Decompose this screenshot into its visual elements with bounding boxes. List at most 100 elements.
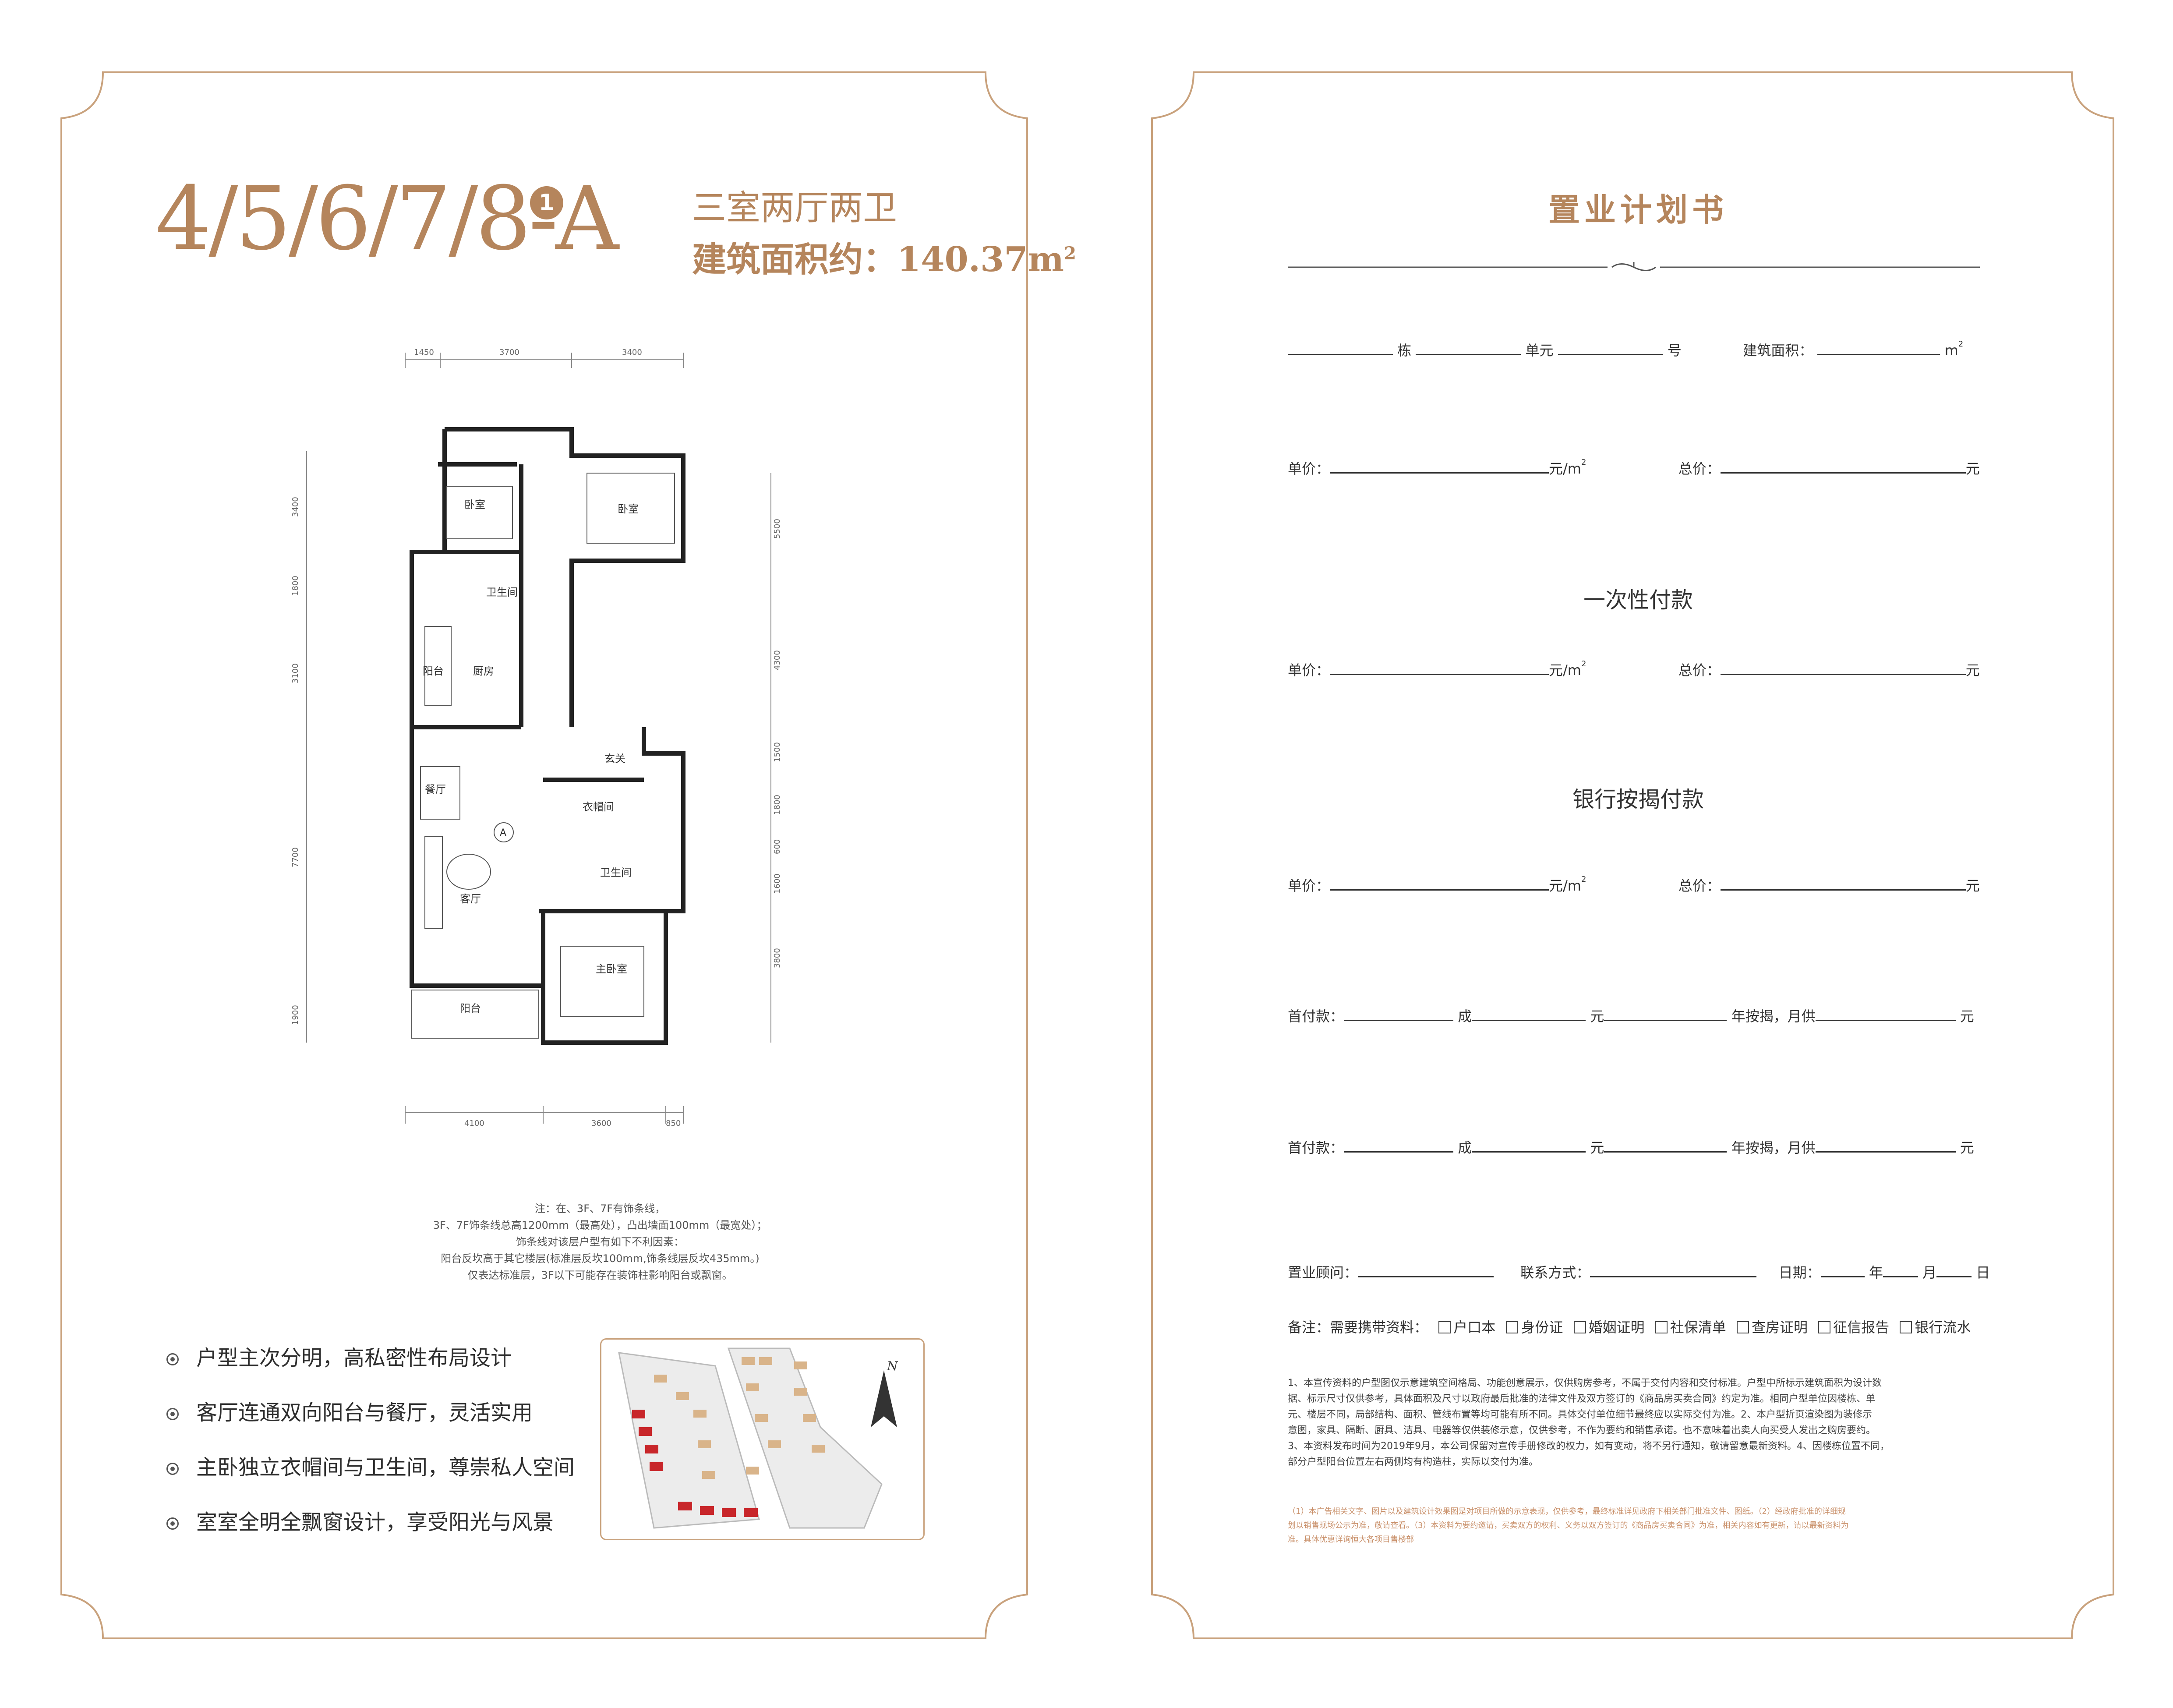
building-input[interactable]: [1288, 352, 1393, 355]
contact-label: 联系方式：: [1520, 1264, 1590, 1281]
title-divider: [1288, 262, 1980, 271]
bullet-icon: [166, 1517, 179, 1530]
total-price-input[interactable]: [1720, 888, 1966, 891]
unit-price-label: 单价：: [1288, 877, 1330, 894]
dim-right-2: 1500: [773, 742, 782, 762]
room-balcony-2: 阳台: [460, 1002, 481, 1015]
yuan-label: 元: [1590, 1139, 1604, 1156]
date-label: 日期：: [1778, 1264, 1821, 1281]
unit-price-label: 单价：: [1288, 662, 1330, 679]
unit-input[interactable]: [1416, 352, 1521, 355]
dim-left-0: 3400: [291, 497, 300, 517]
disclaimer-line: 元、楼层不同，局部结构、面积、管线布置等均可能有所不同。具体交付单位细节最终应以…: [1288, 1409, 1873, 1420]
dim-right-5: 1600: [773, 873, 782, 894]
contact-input[interactable]: [1590, 1274, 1757, 1277]
consultant-input[interactable]: [1358, 1274, 1494, 1277]
years-input[interactable]: [1604, 1149, 1727, 1153]
area-line: 建筑面积约：140.37m2: [692, 232, 1076, 281]
right-frame: [1151, 71, 2114, 1639]
down-payment-input[interactable]: [1344, 1018, 1454, 1021]
dim-bottom-1: 3600: [591, 1119, 611, 1128]
checkbox-id-card[interactable]: [1506, 1321, 1519, 1333]
month-input[interactable]: [1883, 1274, 1918, 1277]
price-row: 单价：元/m2 总价：元: [1288, 458, 1980, 478]
feature-text: 客厅连通双向阳台与餐厅，灵活实用: [196, 1400, 533, 1425]
mortgage-price-row: 单价：元/m2 总价：元: [1288, 875, 1980, 895]
plan-marker-label: A: [500, 827, 506, 838]
dim-top-1: 3700: [499, 348, 519, 357]
total-price-suffix: 元: [1965, 460, 1980, 477]
mortgage-label: 年按揭，月供: [1731, 1008, 1816, 1025]
feature-text: 户型主次分明，高私密性布局设计: [196, 1346, 512, 1370]
area-unit-sup: 2: [1958, 339, 1964, 349]
monthly-input[interactable]: [1815, 1018, 1956, 1021]
checkbox-credit-report[interactable]: [1818, 1321, 1831, 1333]
plan-note-2: 饰条线对该层户型有如下不利因素：: [516, 1236, 684, 1248]
down-payment-input[interactable]: [1344, 1149, 1454, 1153]
site-map-drawing: N: [618, 1347, 898, 1529]
remark-item: 银行流水: [1915, 1319, 1971, 1336]
down-amount-input[interactable]: [1472, 1018, 1586, 1021]
day-input[interactable]: [1936, 1274, 1972, 1277]
disclaimer-small-line: （1）本广告相关文字、图片以及建筑设计效果图是对项目所做的示意表现，仅供参考，最…: [1288, 1507, 1846, 1516]
unit-price-input[interactable]: [1330, 470, 1549, 474]
total-price-input[interactable]: [1720, 470, 1966, 474]
dim-left-2: 3100: [291, 663, 300, 683]
unit-row: 栋 单元 号 建筑面积： m2: [1288, 339, 1963, 360]
checkbox-property-check[interactable]: [1736, 1321, 1749, 1333]
down-payment-label: 首付款：: [1288, 1008, 1344, 1025]
checkbox-bank-statement[interactable]: [1900, 1321, 1912, 1333]
room-bathroom-2: 卫生间: [600, 866, 632, 879]
room-foyer: 玄关: [604, 753, 625, 765]
checkbox-hukou[interactable]: [1438, 1321, 1451, 1333]
feature-item: 客厅连通双向阳台与餐厅，灵活实用: [166, 1395, 533, 1426]
down-payment-row: 首付款： 成 元 年按揭，月供 元: [1288, 1137, 1974, 1157]
disclaimer-line: 意图，家具、隔断、厨具、洁具、电器等仅供装修示意，仅供参考，不作为要约和销售承诺…: [1288, 1425, 1876, 1436]
down-amount-input[interactable]: [1472, 1149, 1586, 1153]
unit-price-input[interactable]: [1330, 672, 1549, 675]
left-frame: [60, 71, 1028, 1639]
disclaimer-line: 据、标示尺寸仅供参考，具体面积及尺寸以政府最后批准的法律文件及双方签订的《商品房…: [1288, 1393, 1876, 1404]
plan-note-1: 3F、7F饰条线总高1200mm（最高处），凸出墙面100mm（最宽处）；: [433, 1219, 767, 1231]
room-bathroom-1: 卫生间: [486, 586, 518, 598]
consultant-row: 置业顾问： 联系方式： 日期： 年 月 日: [1288, 1262, 1990, 1282]
disclaimer-small-line: 准。具体优惠详询恒大各项目售楼部: [1288, 1535, 1414, 1544]
mortgage-label: 年按揭，月供: [1731, 1139, 1816, 1156]
disclaimer-small: （1）本广告相关文字、图片以及建筑设计效果图是对项目所做的示意表现，仅供参考，最…: [1288, 1505, 1980, 1547]
down-payment-row: 首付款： 成 元 年按揭，月供 元: [1288, 1005, 1974, 1026]
checkbox-social-security[interactable]: [1655, 1321, 1668, 1333]
number-input[interactable]: [1558, 352, 1663, 355]
dim-top-0: 1450: [414, 348, 434, 357]
plan-badge: 1: [530, 186, 563, 219]
room-living: 客厅: [460, 893, 481, 905]
total-price-input[interactable]: [1720, 672, 1966, 675]
dim-bottom-0: 4100: [464, 1119, 484, 1128]
room-kitchen: 厨房: [473, 665, 494, 677]
monthly-input[interactable]: [1815, 1149, 1956, 1153]
end-yuan-label: 元: [1960, 1008, 1974, 1025]
area-field-label: 建筑面积：: [1743, 342, 1813, 359]
remark-item: 查房证明: [1751, 1319, 1808, 1336]
checkbox-marriage[interactable]: [1573, 1321, 1586, 1333]
remarks-label: 备注：需要携带资料：: [1288, 1319, 1428, 1336]
area-sup: 2: [1064, 243, 1076, 264]
plan-book-title: 置业计划书: [1548, 191, 1728, 228]
dim-right-1: 4300: [773, 650, 782, 670]
disclaimer-small-line: 划以销售现场公示为准，敬请查看。（3）本资料为要约邀请，买卖双方的权利、义务以双…: [1288, 1521, 1849, 1530]
area-input[interactable]: [1817, 352, 1940, 355]
unit-price-input[interactable]: [1330, 888, 1549, 891]
dim-right-0: 5500: [773, 519, 782, 539]
unit-price-sup: 2: [1581, 659, 1586, 668]
total-price-suffix: 元: [1965, 662, 1980, 679]
total-price-label: 总价：: [1678, 877, 1721, 894]
years-input[interactable]: [1604, 1018, 1727, 1021]
area-label: 建筑面积约：: [692, 240, 897, 279]
dim-top-2: 3400: [622, 348, 642, 357]
year-input[interactable]: [1820, 1274, 1865, 1277]
remark-item: 户口本: [1453, 1319, 1496, 1336]
room-master-bedroom: 主卧室: [596, 963, 627, 975]
bullet-icon: [166, 1408, 179, 1420]
layout-type: 三室两厅两卫: [692, 188, 897, 228]
year-label: 年: [1869, 1264, 1883, 1281]
